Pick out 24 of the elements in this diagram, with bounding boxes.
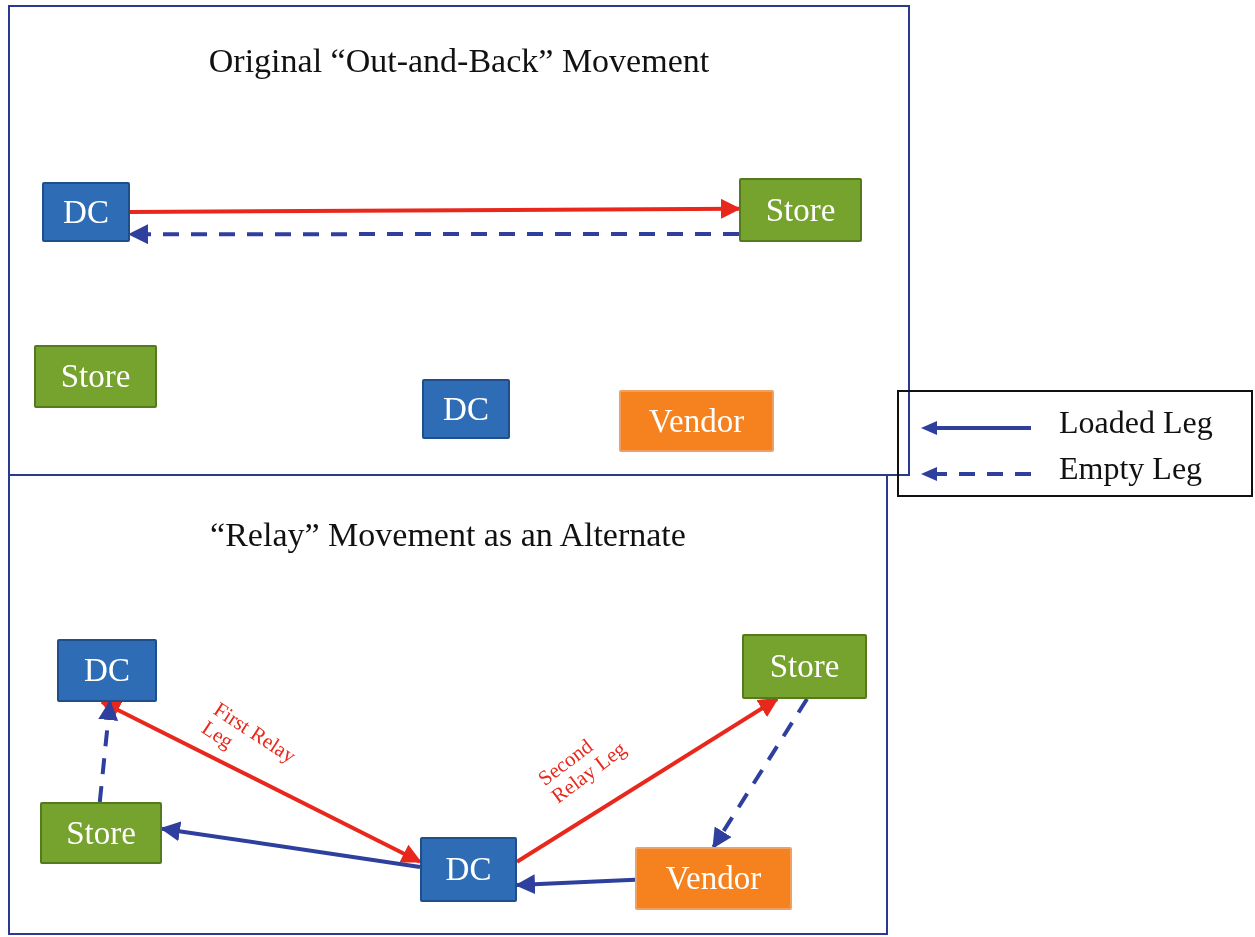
legend-label: Loaded Leg <box>1059 404 1213 441</box>
arrow <box>515 697 779 864</box>
location-box: Store <box>739 178 862 242</box>
arrow <box>97 700 119 803</box>
location-box: DC <box>422 379 510 439</box>
panel <box>8 5 910 476</box>
location-box: DC <box>57 639 157 702</box>
location-box: Store <box>40 802 162 864</box>
arrow <box>130 198 741 219</box>
arrow <box>128 224 739 245</box>
arrow <box>711 697 809 849</box>
location-box: Store <box>34 345 157 408</box>
panel-title: “Relay” Movement as an Alternate <box>209 516 687 554</box>
arrow <box>100 700 422 864</box>
location-box: Vendor <box>619 390 774 452</box>
location-box: Store <box>742 634 867 699</box>
legend-label: Empty Leg <box>1059 450 1203 487</box>
panel <box>8 474 888 935</box>
location-box: DC <box>420 837 517 902</box>
arrow <box>160 821 421 869</box>
location-box: Vendor <box>635 847 792 910</box>
panel-title: Original “Out-and-Back” Movement <box>207 42 711 80</box>
location-box: DC <box>42 182 130 242</box>
arrow <box>515 874 636 895</box>
